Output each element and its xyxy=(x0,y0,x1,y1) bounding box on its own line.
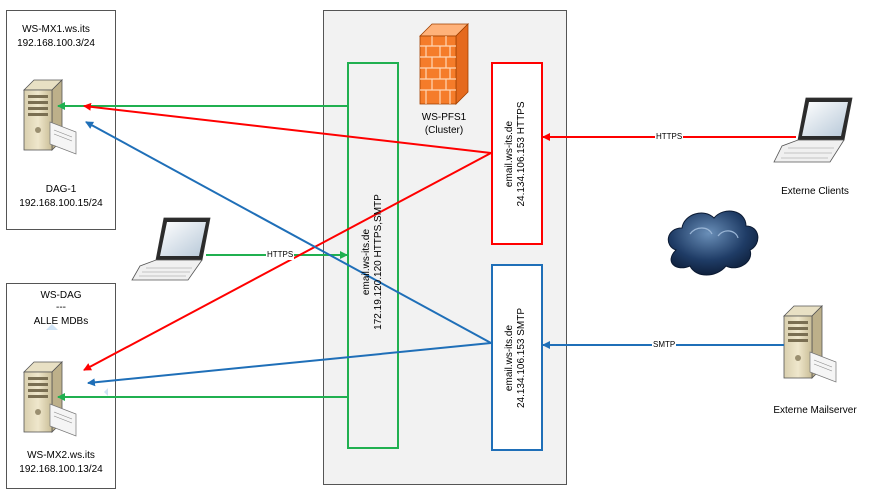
dag-separator: --- xyxy=(56,302,66,313)
external-smtp-line2: 24.134.106.153 SMTP xyxy=(516,307,527,409)
dag1-ip: 192.168.100.15/24 xyxy=(19,198,103,209)
internal-client-laptop-icon xyxy=(131,217,211,281)
decor-triangle xyxy=(104,388,108,396)
mx1-hostname: WS-MX1.ws.its xyxy=(22,24,90,35)
smtp-tag: SMTP xyxy=(652,340,677,350)
red-link-mx2 xyxy=(83,152,492,371)
external-https-line2: 24.134.106.153 HTTPS xyxy=(516,101,527,207)
internet-cloud-icon xyxy=(667,210,759,276)
external-mailserver-label: Externe Mailserver xyxy=(773,405,857,416)
external-https-line1: email.ws-its.de xyxy=(504,120,515,188)
dag-title: WS-DAG xyxy=(40,290,82,301)
external-https-box xyxy=(491,62,543,245)
internal-vip-label: email.ws-its.de 172.19.120.120 HTTPS,SMT… xyxy=(361,162,387,362)
mx2-ip: 192.168.100.13/24 xyxy=(19,464,103,475)
external-smtp-label: email.ws-its.de 24.134.106.153 SMTP xyxy=(504,283,530,433)
external-clients-label: Externe Clients xyxy=(781,186,849,197)
firewall-name: WS-PFS1 xyxy=(421,112,467,123)
dag1-name: DAG-1 xyxy=(45,184,77,195)
mx1-ip: 192.168.100.3/24 xyxy=(17,38,95,49)
external-smtp-line1: email.ws-its.de xyxy=(504,324,515,392)
mx2-hostname: WS-MX2.ws.its xyxy=(27,450,95,461)
decor-triangle xyxy=(46,324,58,330)
blue-link-mx2 xyxy=(87,342,492,387)
red-link-mx1 xyxy=(83,102,492,154)
external-mailserver-icon xyxy=(783,305,837,383)
firewall-icon xyxy=(419,23,469,105)
dag-dbs: ALLE MDBs xyxy=(33,316,89,327)
firewall-cluster: (Cluster) xyxy=(424,125,464,136)
blue-link-mx1 xyxy=(85,121,492,344)
internal-vip-line1: email.ws-its.de xyxy=(361,228,372,296)
internal-https-tag: HTTPS xyxy=(266,250,295,260)
external-client-laptop-icon xyxy=(773,97,853,163)
mx2-server-icon xyxy=(23,361,77,437)
internal-vip-line2: 172.19.120.120 HTTPS,SMTP xyxy=(373,194,384,330)
mx1-server-icon xyxy=(23,79,77,155)
external-https-tag: HTTPS xyxy=(655,132,684,142)
external-smtp-box xyxy=(491,264,543,451)
internal-vip-box xyxy=(347,62,399,449)
external-https-label: email.ws-its.de 24.134.106.153 HTTPS xyxy=(504,79,530,229)
